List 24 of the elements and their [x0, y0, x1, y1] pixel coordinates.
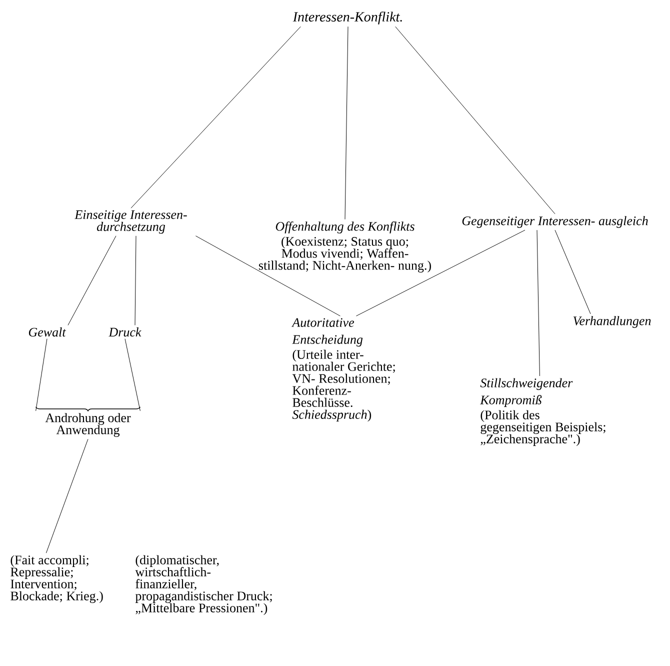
connector-line — [356, 230, 526, 316]
concept-text: Verhandlungen — [573, 316, 651, 328]
connector-line — [46, 438, 88, 554]
concept-text: Gegenseitiger Interessen- ausgleich — [462, 216, 648, 228]
connector-line — [134, 236, 136, 326]
connector-line — [344, 26, 348, 220]
concept-text: Autoritative Entscheidung (Urteile inter- nationaler Gerichte; VN- Resolutionen; Konferenz- Beschlüsse. Schiedsspruch) — [292, 318, 395, 422]
connector-line — [130, 26, 301, 208]
connector-line — [536, 230, 540, 376]
connector-line — [36, 338, 48, 412]
concept-text: Androhung oder Anwendung — [45, 413, 131, 437]
connector-line — [554, 230, 591, 314]
connector-line — [395, 26, 556, 214]
concept-text: Stillschweigender Kompromiß (Politik des gegenseitigen Beispiels; „Zeichensprache".) — [480, 378, 606, 446]
connector-line — [195, 236, 340, 316]
heading-text: Interessen-Konflikt. — [292, 12, 402, 24]
connector-line — [124, 338, 140, 412]
concept-text: Druck — [108, 327, 142, 337]
concept-text: (diplomatischer, wirtschaftlich- finanzieller, propagandistischer Druck; „Mittelbare Pressionen".) — [135, 555, 272, 615]
concept-text: (Fait accompli; Repressalie; Intervention; Blockade; Krieg.) — [10, 555, 103, 604]
connector-line — [68, 236, 116, 326]
concept-text: Gewalt — [28, 327, 66, 337]
concept-text: Offenhaltung des Konflikts (Koexistenz; Status quo; Modus vivendi; Waffen- stillstand; Nicht-Anerken- nung.) — [258, 222, 431, 272]
concept-text: Einseitige Interessen- durchsetzung — [74, 210, 187, 234]
